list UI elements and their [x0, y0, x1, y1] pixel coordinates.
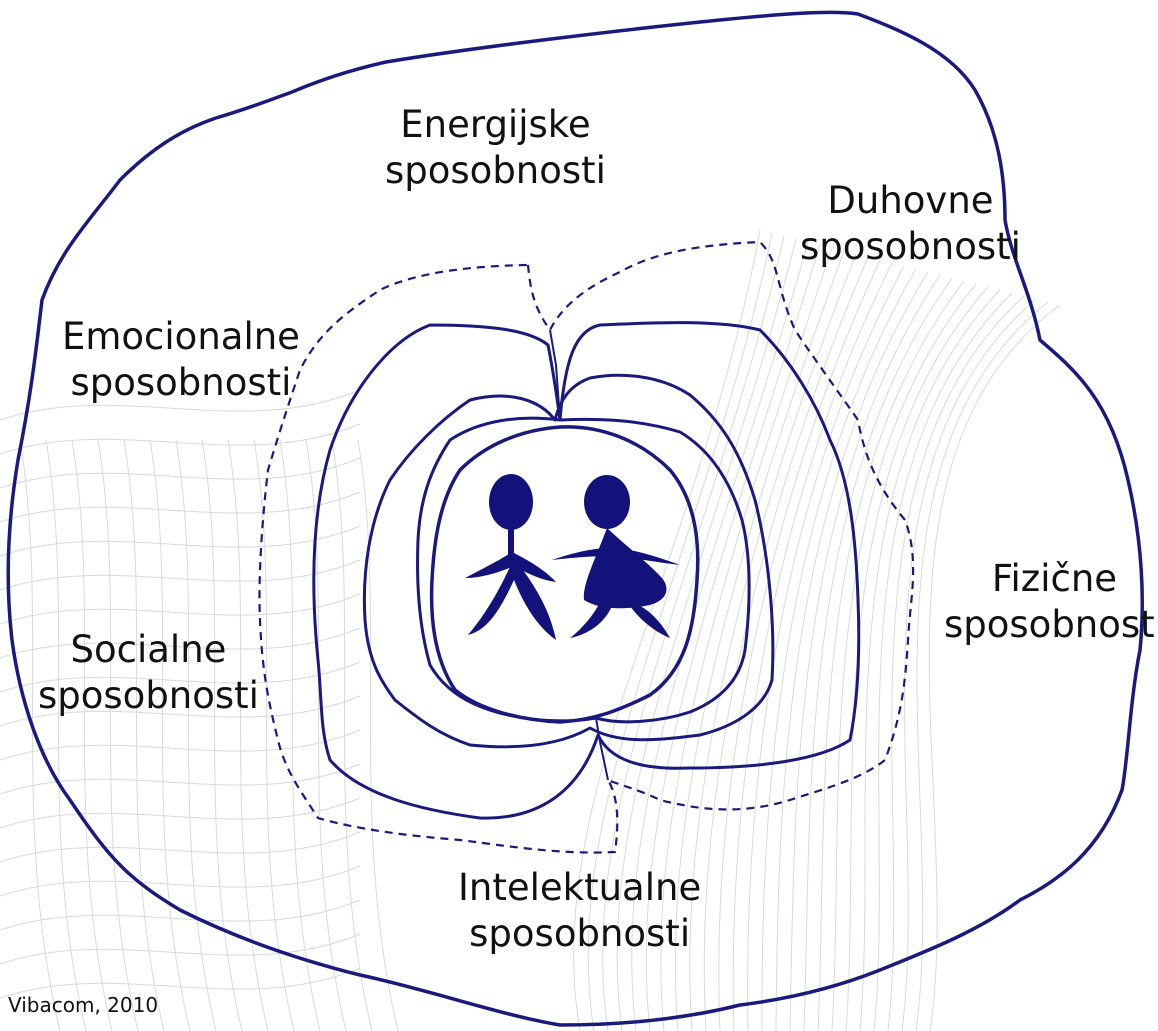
solid-middle-ring [362, 373, 775, 749]
energijske-line1: Energijske [400, 103, 591, 146]
background-wireframe [0, 229, 1061, 1031]
wireframe-line [71, 439, 113, 1031]
wireframe-line [873, 292, 1013, 1031]
wireframe-line [123, 439, 165, 1031]
wireframe-line [915, 301, 1049, 1031]
wireframe-line [0, 865, 361, 897]
wireframe-line [660, 247, 833, 1031]
wireframe-line [201, 439, 243, 1031]
wireframe-line [279, 439, 321, 1031]
wireframe-line [887, 295, 1025, 1031]
wireframe-line [573, 229, 761, 1031]
dashed-outer-ring [258, 240, 915, 854]
girl-legs [570, 606, 670, 638]
wireframe-line [817, 280, 965, 1031]
wireframe-line [689, 253, 857, 1031]
wireframe-line [616, 238, 797, 1031]
wireframe-line [789, 274, 941, 1031]
wireframe-line [0, 389, 361, 421]
intelektualne-line1: Intelektualne [458, 866, 702, 909]
wireframe-line [0, 729, 361, 761]
emocionalne-line2: sposobnosti [70, 361, 292, 404]
wireframe-line [0, 491, 361, 523]
wireframe-line [0, 593, 361, 625]
wireframe-line [357, 439, 399, 1031]
socialne-line2: sposobnosti [38, 674, 259, 717]
wireframe-line [831, 283, 977, 1031]
fizicne-line2: sposobnosti [944, 603, 1158, 646]
label-duhovne: Duhovne sposobnosti [800, 178, 1021, 270]
wireframe-line [0, 899, 361, 931]
duhovne-line1: Duhovne [827, 179, 994, 222]
solid-outer-lobes [312, 321, 861, 820]
wireframe-line [0, 457, 361, 489]
bottom-junction [595, 717, 609, 781]
wireframe-line [859, 289, 1001, 1031]
wireframe-line [305, 439, 347, 1031]
girl-head [584, 475, 630, 529]
wireframe-line [775, 271, 929, 1031]
wireframe-line [732, 262, 893, 1031]
wireframe-line [331, 439, 373, 1031]
outer-boundary [6, 10, 1145, 1027]
socialne-line1: Socialne [70, 628, 227, 671]
inner-circle [429, 425, 700, 724]
duhovne-line2: sposobnosti [800, 225, 1021, 268]
wireframe-line [703, 256, 869, 1031]
wireframe-line [0, 695, 361, 727]
children-figures [465, 474, 680, 640]
wireframe-line [0, 559, 361, 591]
wireframe-line [175, 439, 217, 1031]
wireframe-line [803, 277, 953, 1031]
wireframe-line [149, 439, 191, 1031]
boy-legs [468, 558, 556, 640]
wireframe-line [0, 627, 361, 659]
wireframe-line [901, 298, 1037, 1031]
label-emocionalne: Emocionalne sposobnosti [62, 314, 300, 406]
wireframe-line [587, 232, 773, 1031]
wireframe-line [602, 235, 785, 1031]
wireframe-line [45, 439, 87, 1031]
boy-head [489, 474, 533, 530]
wireframe-line [747, 265, 905, 1031]
credit-text: Vibacom, 2010 [8, 993, 159, 1017]
boy-neck [508, 528, 514, 560]
label-fizicne: Fizične sposobnosti [944, 556, 1158, 648]
wireframe-line [0, 967, 361, 999]
wireframe-line [0, 423, 361, 455]
emocionalne-line1: Emocionalne [62, 315, 300, 358]
wireframe-line [718, 259, 881, 1031]
wireframe-line [0, 661, 361, 693]
wireframe-line [928, 304, 1061, 1031]
label-socialne: Socialne sposobnosti [38, 627, 259, 719]
label-energijske: Energijske sposobnosti [385, 102, 606, 194]
fizicne-line1: Fizične [991, 557, 1118, 600]
wireframe-line [19, 439, 61, 1031]
wireframe-line [227, 439, 269, 1031]
wireframe-line [674, 250, 845, 1031]
wireframe-line [253, 439, 295, 1031]
wireframe-line [645, 244, 821, 1031]
wireframe-line [0, 525, 361, 557]
label-intelektualne: Intelektualne sposobnosti [458, 865, 701, 957]
wireframe-line [0, 831, 361, 863]
intelektualne-line2: sposobnosti [469, 912, 691, 955]
wireframe-line [0, 797, 361, 829]
wireframe-line [0, 933, 361, 965]
wireframe-line [761, 268, 917, 1031]
top-junction [549, 329, 561, 421]
girl-dress [583, 528, 667, 609]
energijske-line2: sposobnosti [385, 149, 606, 192]
wireframe-line [97, 439, 139, 1031]
wireframe-line [0, 763, 361, 795]
